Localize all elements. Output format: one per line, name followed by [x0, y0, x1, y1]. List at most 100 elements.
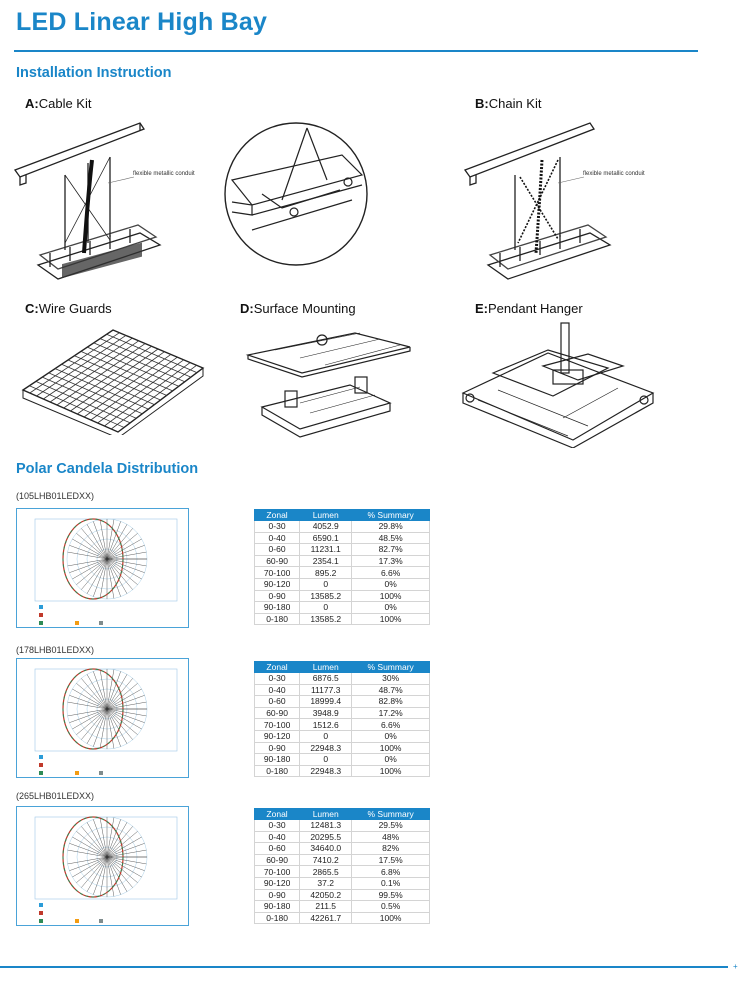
summary-cell: 6.6%: [351, 566, 430, 579]
col-lumen: Lumen: [299, 661, 353, 673]
polar-spoke: [67, 558, 108, 567]
polar-spoke: [106, 843, 145, 858]
polar-spoke: [106, 831, 138, 858]
polar-spoke: [106, 856, 133, 888]
wire-guards-illustration: [21, 329, 205, 435]
polar-spoke: [106, 674, 128, 710]
guard-wire: [83, 354, 172, 418]
legend-swatch: [39, 771, 43, 775]
kit-a-note: flexible metallic conduit: [133, 171, 195, 177]
summary-cell: 0%: [351, 753, 430, 766]
kit-a-label: A:Cable Kit: [25, 96, 92, 111]
legend-swatch: [75, 771, 79, 775]
polar-spoke: [86, 856, 108, 892]
lumen-cell: 4052.9: [299, 520, 353, 533]
col-zonal: Zonal: [253, 661, 301, 673]
detail-circle-illustration: [224, 122, 368, 266]
guard-wire: [90, 356, 178, 421]
polar-spoke: [93, 708, 108, 747]
lumen-cell: 22948.3: [299, 765, 353, 778]
guard-wire: [87, 346, 179, 387]
legend-swatch: [99, 621, 103, 625]
polar-spoke: [106, 524, 128, 560]
polar-spoke: [72, 836, 108, 858]
polar-spoke: [72, 538, 108, 560]
kit-b-note: flexible metallic conduit: [583, 171, 645, 177]
summary-cell: 0%: [351, 578, 430, 591]
polar-spoke: [106, 551, 147, 560]
legend-swatch: [39, 605, 43, 609]
polar-spoke: [106, 701, 147, 710]
lumen-cell: 1512.6: [299, 718, 353, 731]
guard-wire: [106, 333, 198, 373]
polar-diagram-3: [34, 816, 178, 923]
polar-spoke: [81, 528, 108, 560]
summary-cell: 17.2%: [351, 707, 430, 720]
polar-spoke: [106, 856, 121, 895]
polar-spoke: [106, 819, 121, 858]
lumen-cell: 0: [299, 730, 353, 743]
polar-spoke: [106, 856, 145, 871]
polar-spoke: [106, 558, 145, 573]
polar-spoke: [106, 822, 128, 858]
polar-spoke: [106, 533, 138, 560]
candela-curve-green: [62, 668, 124, 750]
polar-spoke: [72, 688, 108, 710]
polar-spoke: [76, 831, 108, 858]
polar-spoke: [93, 671, 108, 710]
zonal-cell: 0-90: [253, 590, 301, 603]
legend-swatch: [39, 621, 43, 625]
polar-spoke: [76, 856, 108, 883]
polar-spoke: [99, 856, 108, 897]
page-corner-mark: +: [733, 962, 738, 971]
cable-kit-illustration: flexible metallic conduit: [13, 122, 195, 280]
legend-swatch: [39, 919, 43, 923]
col-summary: % Summary: [351, 661, 430, 673]
polar-spoke: [106, 817, 115, 858]
lumen-cell: 20295.5: [299, 831, 353, 844]
polar-spoke: [106, 558, 115, 599]
legend-swatch: [75, 621, 79, 625]
kit-d-label: D:Surface Mounting: [240, 301, 356, 316]
summary-cell: 99.5%: [351, 889, 430, 902]
guard-wire: [70, 348, 159, 412]
summary-cell: 29.8%: [351, 520, 430, 533]
col-summary: % Summary: [351, 509, 430, 521]
zonal-cell: 90-180: [253, 753, 301, 766]
zonal-cell: 0-90: [253, 889, 301, 902]
summary-cell: 100%: [351, 613, 430, 626]
polar-spoke: [106, 558, 128, 594]
kit-b-label: B:Chain Kit: [475, 96, 542, 111]
polar-spoke: [67, 551, 108, 560]
zonal-cell: 70-100: [253, 865, 301, 878]
page-title: LED Linear High Bay: [16, 8, 268, 36]
candela-curve-green: [62, 518, 124, 600]
summary-cell: 48.5%: [351, 532, 430, 545]
polar-spoke: [106, 826, 133, 858]
legend-swatch: [99, 771, 103, 775]
summary-cell: 0.1%: [351, 877, 430, 890]
summary-cell: 0%: [351, 601, 430, 614]
polar-spoke: [106, 521, 121, 560]
polar-spoke: [93, 558, 108, 597]
polar-chart-2: [16, 658, 189, 778]
lumen-cell: 0: [299, 753, 353, 766]
summary-cell: 82.8%: [351, 695, 430, 708]
polar-spoke: [67, 856, 108, 865]
polar-spoke: [106, 708, 147, 717]
summary-cell: 6.6%: [351, 718, 430, 731]
summary-cell: 0%: [351, 730, 430, 743]
zonal-cell: 0-60: [253, 695, 301, 708]
lumen-cell: 3948.9: [299, 707, 353, 720]
polar-spoke: [86, 708, 108, 744]
polar-spoke: [106, 669, 115, 710]
polar-spoke: [106, 708, 142, 730]
summary-cell: 48%: [351, 831, 430, 844]
